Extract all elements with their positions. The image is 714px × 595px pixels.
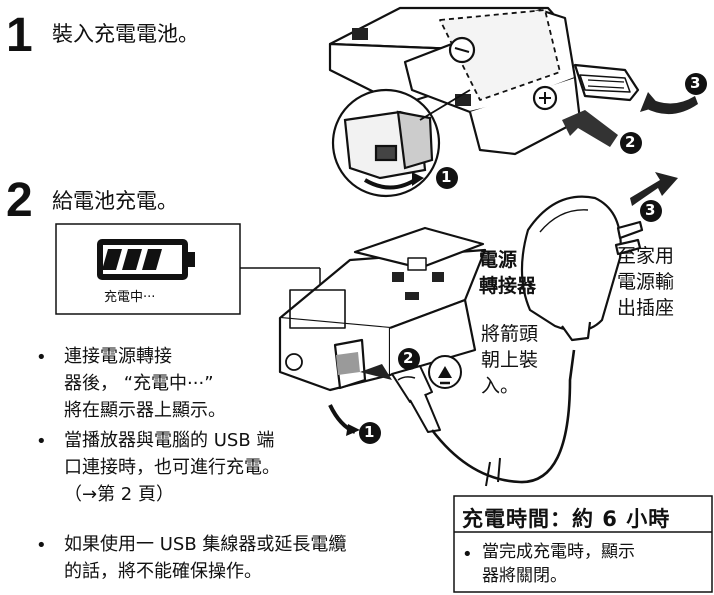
bullet-marker: •	[36, 431, 47, 452]
callout-1-top-num: 1	[441, 168, 452, 186]
outlet-label-line3: 出插座	[617, 297, 675, 319]
callout-3-bottom	[640, 200, 662, 222]
bullet-1-line-2: 器後， “充電中···”	[64, 373, 214, 394]
arrow-label-line2: 朝上裝	[481, 349, 539, 371]
bullet-3-line-1: 如果使用一 USB 集線器或延長電纜	[64, 534, 347, 555]
bullet-1-line-1: 連接電源轉接	[64, 346, 172, 367]
charge-time-note: 當完成充電時，顯示 器將關閉。	[482, 540, 635, 588]
step-2-number: 2	[6, 174, 33, 227]
callout-3-top	[685, 73, 707, 95]
bullet-2-line-3: （→第 2 頁）	[64, 484, 174, 505]
step1-arrows	[562, 92, 698, 147]
bullet-2-line-1: 當播放器與電腦的 USB 端	[64, 430, 275, 451]
bullet-1: 連接電源轉接 器後， “充電中···” 將在顯示器上顯示。	[64, 343, 226, 424]
bullet-2-line-2: 口連接時，也可進行充電。	[64, 457, 280, 478]
outlet-label-line2: 電源輸	[617, 271, 675, 293]
callout-2-bottom	[398, 348, 420, 370]
bullet-3: 如果使用一 USB 集線器或延長電纜 的話，將不能確保操作。	[64, 531, 346, 585]
charge-note-line-1: 當完成充電時，顯示	[482, 542, 635, 562]
charge-note-line-2: 器將關閉。	[482, 566, 567, 586]
callout-2-top-num: 2	[625, 133, 636, 151]
battery-display-panel	[55, 223, 321, 315]
callout-1-bottom	[359, 422, 381, 444]
bullet-2: 當播放器與電腦的 USB 端 口連接時，也可進行充電。 （→第 2 頁）	[64, 427, 280, 508]
adapter-label-line1: 電源	[479, 249, 518, 271]
arrow-label-line1: 將箭頭	[481, 323, 539, 345]
charge-time-box	[453, 495, 713, 593]
player-on-charger-illustration	[278, 226, 487, 436]
bullet-marker: •	[36, 347, 47, 368]
bullet-1-line-3: 將在顯示器上顯示。	[64, 400, 226, 421]
outlet-label-line1: 至家用	[617, 245, 675, 267]
bullet-3-line-2: 的話，將不能確保操作。	[64, 561, 262, 582]
ac-adapter-illustration	[520, 172, 678, 342]
callout-3-top-num: 3	[690, 74, 701, 92]
callout-3-bottom-num: 3	[645, 201, 656, 219]
callout-1-bottom-num: 1	[364, 423, 375, 441]
step-1-number: 1	[6, 9, 33, 62]
adapter-plug-and-cable	[360, 349, 576, 487]
callout-badges	[359, 73, 707, 444]
bullet-marker: •	[462, 544, 473, 565]
charge-time-title: 充電時間：約 6 小時	[462, 507, 671, 531]
arrow-label-line3: 入。	[481, 375, 520, 397]
step-2-title: 給電池充電。	[52, 189, 178, 213]
step-1-title: 裝入充電電池。	[52, 22, 199, 46]
bullet-marker: •	[36, 535, 47, 556]
display-charging-text: 充電中···	[104, 290, 156, 305]
callout-1-top	[436, 167, 458, 189]
battery-door-zoom-circle	[331, 88, 471, 198]
callout-2-bottom-num: 2	[403, 349, 414, 367]
callout-2-top	[620, 132, 642, 154]
player-top-illustration	[328, 6, 640, 156]
adapter-label-line2: 轉接器	[479, 275, 537, 297]
